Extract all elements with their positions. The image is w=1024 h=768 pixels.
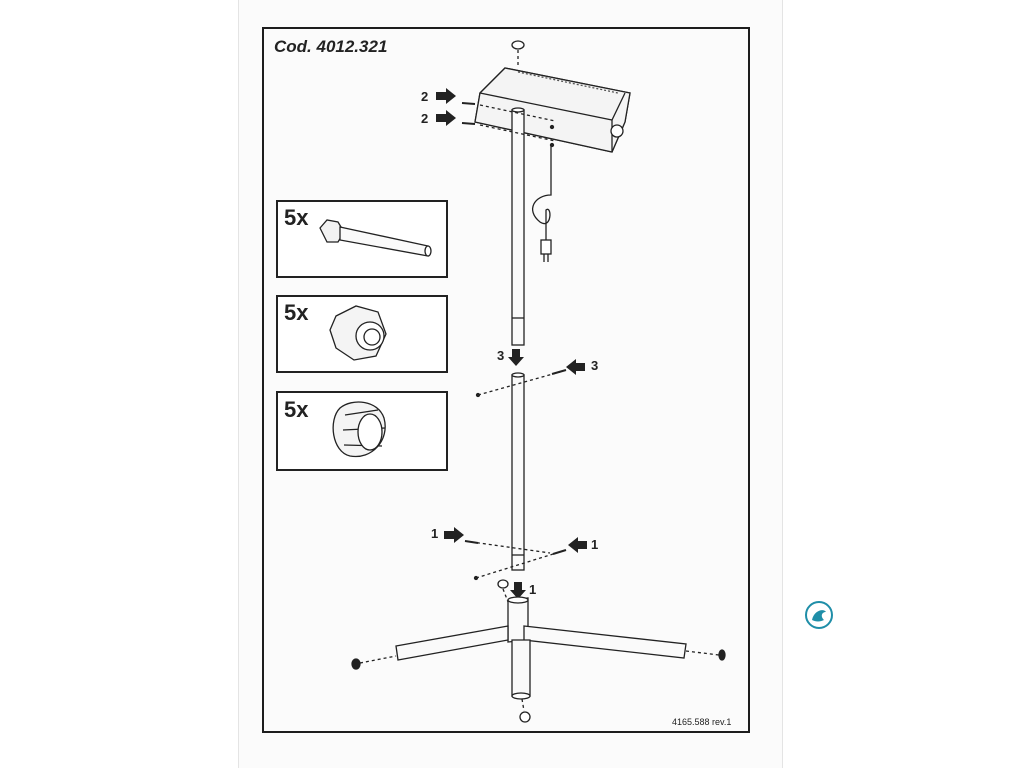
heater-head [474, 40, 631, 153]
parts-quantity-lock-nut: 5x [284, 300, 309, 325]
product-code: Cod. 4012.321 [274, 37, 388, 56]
step-number-low-left: 1 [431, 526, 439, 541]
step-number-top-b: 2 [421, 111, 429, 126]
step-number-low-right: 1 [591, 537, 599, 552]
arrow-icon [436, 88, 587, 599]
parts-quantity-bolt: 5x [284, 205, 309, 230]
revision-number: 4165.588 rev.1 [672, 717, 732, 727]
parts-quantity-cap-nut: 5x [284, 397, 309, 422]
middle-pole [464, 369, 567, 581]
cap-nut-icon [332, 401, 386, 458]
step-number-top-a: 2 [421, 89, 429, 104]
bolt-icon [319, 219, 432, 257]
top-screws [461, 102, 556, 148]
lock-nut-icon [329, 305, 387, 361]
page-frame [262, 27, 750, 733]
upper-pole [511, 107, 525, 346]
power-cable [532, 145, 552, 262]
brand-logo-icon [805, 601, 833, 629]
step-number-mid-right: 3 [591, 358, 599, 373]
step-number-mid-top: 3 [497, 348, 505, 363]
tripod-base [351, 579, 726, 723]
step-number-base: 1 [529, 582, 537, 597]
